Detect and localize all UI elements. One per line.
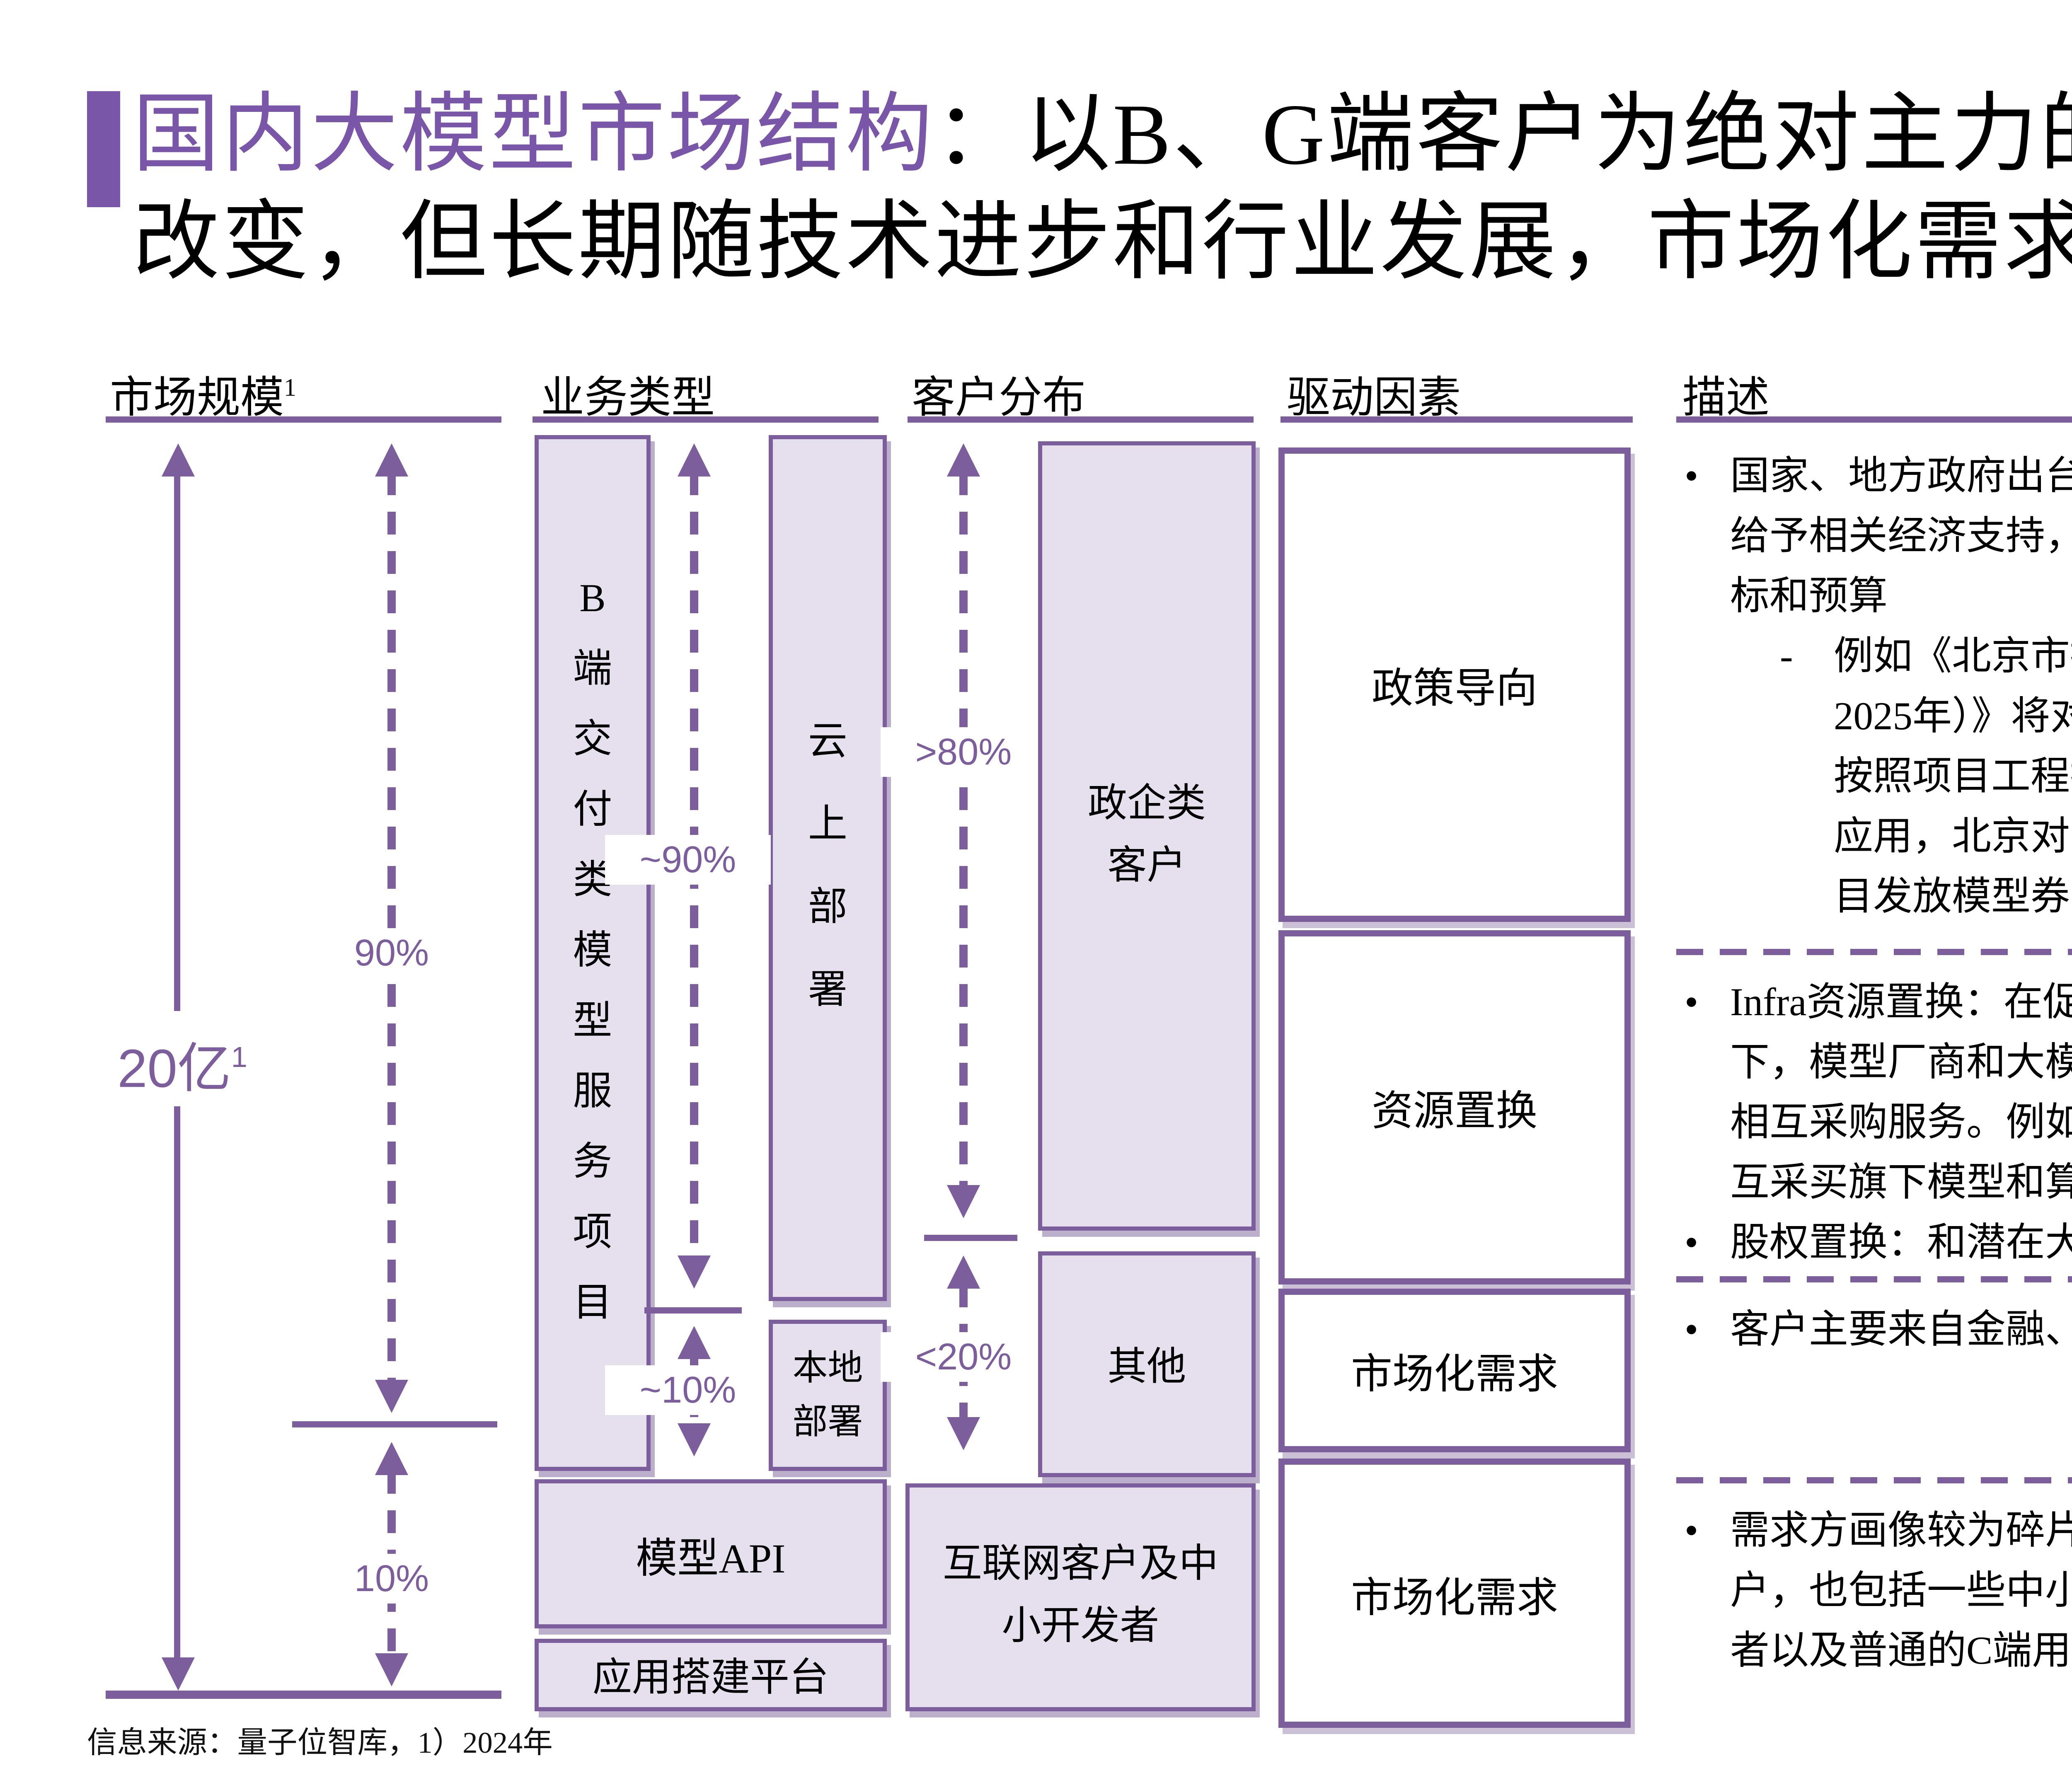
description-row-market2: 需求方画像较为碎片，包括中腰部的各类型互联网客户，也包括一些中小型的下游AI应用… (1676, 1485, 2072, 1682)
cloud-share-arrow-head-bottom (678, 1255, 711, 1289)
box-local-deploy: 本地 部署 (769, 1320, 887, 1471)
row-divider-3 (1676, 1477, 2072, 1483)
title-line1-rest: ：以B、G端客户为绝对主力的市场结构在短期不会 (934, 89, 2072, 184)
local-share-arrow-head-top (678, 1326, 711, 1359)
major-share-arrow-head-bottom (947, 1185, 980, 1218)
share10-label: 10% (309, 1554, 474, 1604)
minor-share-arrow-head-bottom (947, 1417, 980, 1450)
total-arrow-head-top (162, 443, 195, 477)
share10-arrow-head-bottom (375, 1653, 408, 1686)
local-share-arrow-head-bottom (678, 1423, 711, 1456)
customer-split-line (924, 1235, 1017, 1241)
total-arrow-head-bottom (162, 1657, 195, 1691)
major-share-arrow-head-top (947, 443, 980, 477)
bullet-item: 股权置换：和潜在大型客户进行股权置换来获得订单 (1676, 1214, 2072, 1274)
bullet-item: 客户主要来自金融、医疗等行业 (1676, 1301, 2072, 1361)
business-split-line (644, 1307, 742, 1313)
box-driver-market-demand-1: 市场化需求 (1278, 1289, 1631, 1452)
share10-arrow-head-top (375, 1442, 408, 1475)
page-title: 国内大模型市场结构：以B、G端客户为绝对主力的市场结构在短期不会 改变，但长期随… (133, 83, 2072, 298)
row-divider-1 (1676, 949, 2072, 955)
header-customer-dist: 客户分布 (912, 373, 1086, 423)
bullet-item: 需求方画像较为碎片，包括中腰部的各类型互联网客户，也包括一些中小型的下游AI应用… (1676, 1502, 2072, 1682)
bullet-item: Infra资源置换：在促进人工智智能产业发展的整体背景下，模型厂商和大模型产业链… (1676, 974, 2072, 1214)
underline-customer-dist (908, 416, 1254, 423)
title-accent-bar (87, 91, 120, 207)
title-highlight: 国内大模型市场结构 (133, 89, 935, 184)
major-share-arrow-line (959, 472, 968, 1185)
box-internet-customers: 互联网客户及中 小开发者 (905, 1483, 1256, 1711)
major-share-label: >80% (881, 727, 1046, 777)
box-driver-resource-swap: 资源置换 (1278, 930, 1631, 1284)
box-cloud-deploy: 云 上 部 署 (769, 435, 887, 1301)
box-driver-market-demand-2: 市场化需求 (1278, 1459, 1631, 1728)
minor-share-label: <20% (881, 1332, 1046, 1382)
underline-drivers (1280, 416, 1633, 423)
share90-arrow-head-bottom (375, 1380, 408, 1413)
market-baseline (106, 1691, 501, 1699)
title-line-1: 国内大模型市场结构：以B、G端客户为绝对主力的市场结构在短期不会 (133, 83, 2072, 191)
description-row-resource: Infra资源置换：在促进人工智智能产业发展的整体背景下，模型厂商和大模型产业链… (1676, 957, 2072, 1274)
market-split-line (292, 1421, 497, 1427)
minor-share-arrow-head-top (947, 1255, 980, 1289)
box-model-api: 模型API (535, 1479, 887, 1628)
local-share-label: ~10% (605, 1365, 771, 1415)
underline-description (1676, 416, 2072, 423)
cloud-share-arrow-head-top (678, 443, 711, 477)
header-drivers: 驱动因素 (1287, 373, 1461, 423)
underline-market-size (106, 416, 501, 423)
header-description: 描述 (1682, 373, 1769, 423)
share90-arrow-head-top (375, 443, 408, 477)
box-other-customers: 其他 (1038, 1251, 1256, 1477)
sub-bullet-item: 例如《北京市推动“人工智能+”行动计划（2024-2025年）》将对重大标杆应用… (1676, 628, 2072, 928)
share90-label: 90% (309, 928, 474, 978)
box-b2b-delivery: B 端 交 付 类 模 型 服 务 项 目 (535, 435, 651, 1471)
cloud-share-label: ~90% (605, 835, 771, 885)
box-gov-enterprise: 政企类 客户 (1038, 441, 1256, 1231)
title-line-2: 改变，但长期随技术进步和行业发展，市场化需求的份额将逐渐增加 (133, 197, 2072, 292)
underline-business-type (533, 416, 879, 423)
market-total-label: 20亿1 (79, 1023, 286, 1102)
total-arrow-line-lower (174, 1106, 180, 1662)
source-note: 信息来源：量子位智库，1）2024年 (87, 1728, 553, 1761)
description-row-policy: 国家、地方政府出台推动大模型发展落地的相关政策，给予相关经济支持，国字头、中字头… (1676, 431, 2072, 928)
header-market-size: 市场规模1 (110, 373, 296, 423)
box-app-platform: 应用搭建平台 (535, 1639, 887, 1711)
box-driver-policy: 政策导向 (1278, 448, 1631, 922)
share90-arrow-line (387, 472, 396, 1380)
header-business-type: 业务类型 (541, 373, 715, 423)
bullet-item: 国家、地方政府出台推动大模型发展落地的相关政策，给予相关经济支持，国字头、中字头… (1676, 448, 2072, 628)
total-arrow-line-upper (174, 472, 180, 1011)
description-row-market1: 客户主要来自金融、医疗等行业 (1676, 1284, 2072, 1361)
row-divider-2 (1676, 1276, 2072, 1282)
